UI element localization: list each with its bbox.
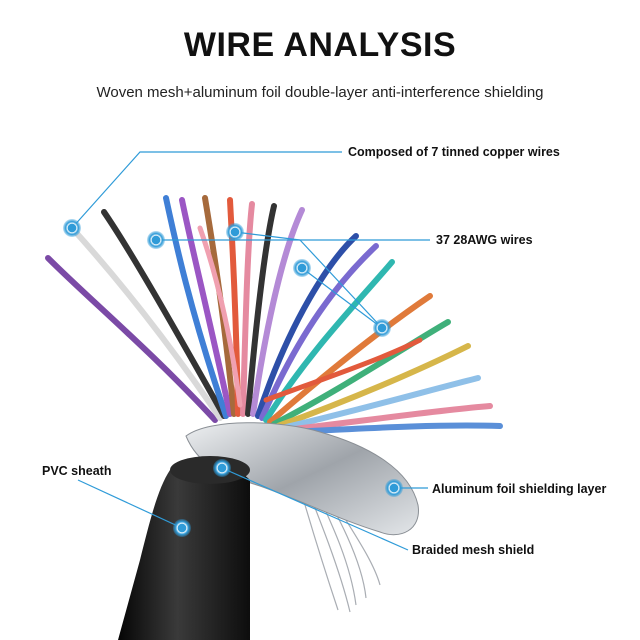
marker-awg-3 <box>293 259 311 277</box>
callout-pvc-sheath: PVC sheath <box>42 464 112 478</box>
callout-braided-mesh: Braided mesh shield <box>412 543 535 557</box>
marker-awg-4 <box>373 319 391 337</box>
marker-copper <box>63 219 81 237</box>
marker-pvc <box>173 519 191 537</box>
callout-aluminum-foil: Aluminum foil shielding layer <box>432 482 607 496</box>
aluminum-foil-layer <box>185 422 419 536</box>
marker-awg-1 <box>147 231 165 249</box>
pvc-sheath <box>118 461 250 640</box>
page-title: WIRE ANALYSIS <box>183 26 457 64</box>
pvc-sheath-end <box>170 456 250 484</box>
marker-awg-2 <box>226 223 244 241</box>
marker-braid <box>213 459 231 477</box>
callout-lines <box>71 151 430 551</box>
wire-bundle <box>45 195 503 435</box>
callout-markers <box>63 219 403 537</box>
callout-awg-wires: 37 28AWG wires <box>436 233 533 247</box>
marker-foil <box>385 479 403 497</box>
page-subtitle: Woven mesh+aluminum foil double-layer an… <box>96 84 544 101</box>
callout-copper-wires: Composed of 7 tinned copper wires <box>348 145 560 159</box>
